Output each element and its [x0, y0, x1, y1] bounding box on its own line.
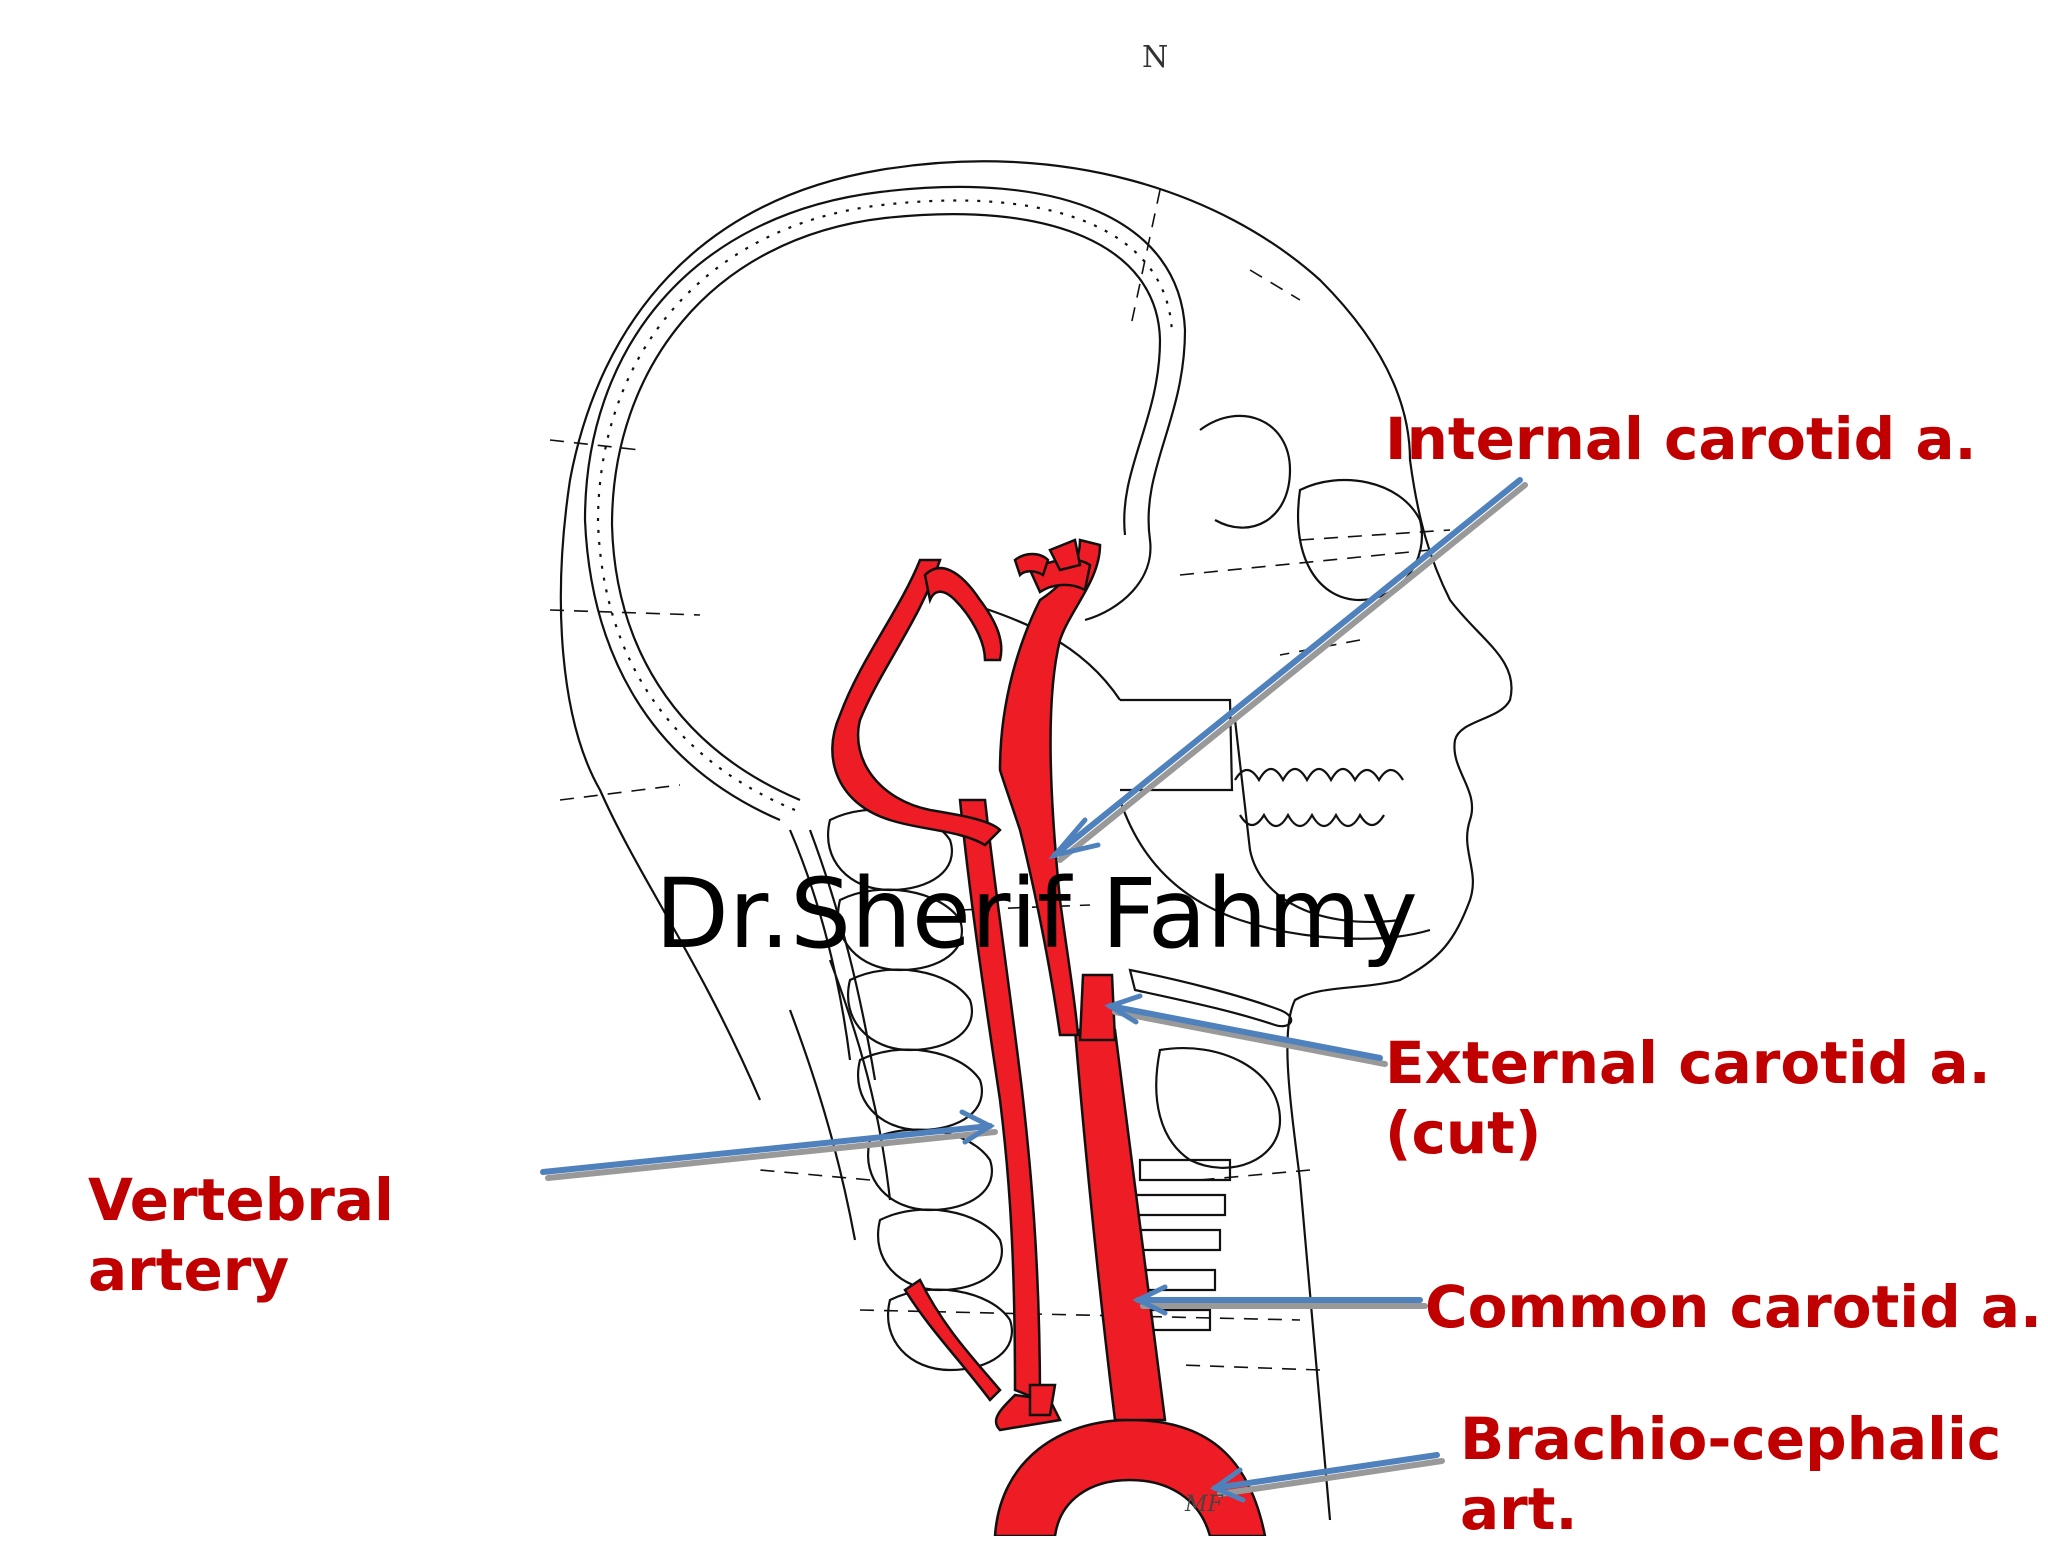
external-carotid-pointer [1104, 993, 1388, 1067]
label-vertebral: Vertebral [88, 1166, 394, 1234]
internal-carotid-pointer [1048, 477, 1528, 863]
label-common-carotid: Common carotid a. [1425, 1273, 2043, 1341]
arteries [831, 538, 1267, 1536]
author-watermark: Dr.Sherif Fahmy [655, 858, 1418, 970]
brachiocephalic-pointer [1209, 1452, 1445, 1503]
label-internal-carotid: Internal carotid a. [1385, 405, 1977, 473]
page-corner-mark: N [1142, 40, 1169, 75]
label-external-carotid: External carotid a. [1385, 1029, 1991, 1097]
label-brachiocephalic: Brachio-cephalic [1460, 1405, 2002, 1473]
internal-carotid-artery [998, 538, 1102, 1037]
vertebral-pointer [540, 1109, 998, 1181]
label-external-carotid-cut: (cut) [1385, 1099, 1542, 1167]
label-brachiocephalic-art: art. [1460, 1475, 1578, 1543]
brachiocephalic-trunk [993, 1418, 1267, 1536]
head-outline-drawing [549, 160, 1513, 1521]
artist-signature: MF [1185, 1492, 1223, 1517]
label-vertebral-artery: artery [88, 1236, 290, 1304]
external-carotid-stump [1078, 973, 1117, 1042]
label-pointers [540, 477, 1528, 1503]
common-carotid-pointer [1132, 1284, 1428, 1316]
common-carotid-artery [1073, 1028, 1167, 1422]
